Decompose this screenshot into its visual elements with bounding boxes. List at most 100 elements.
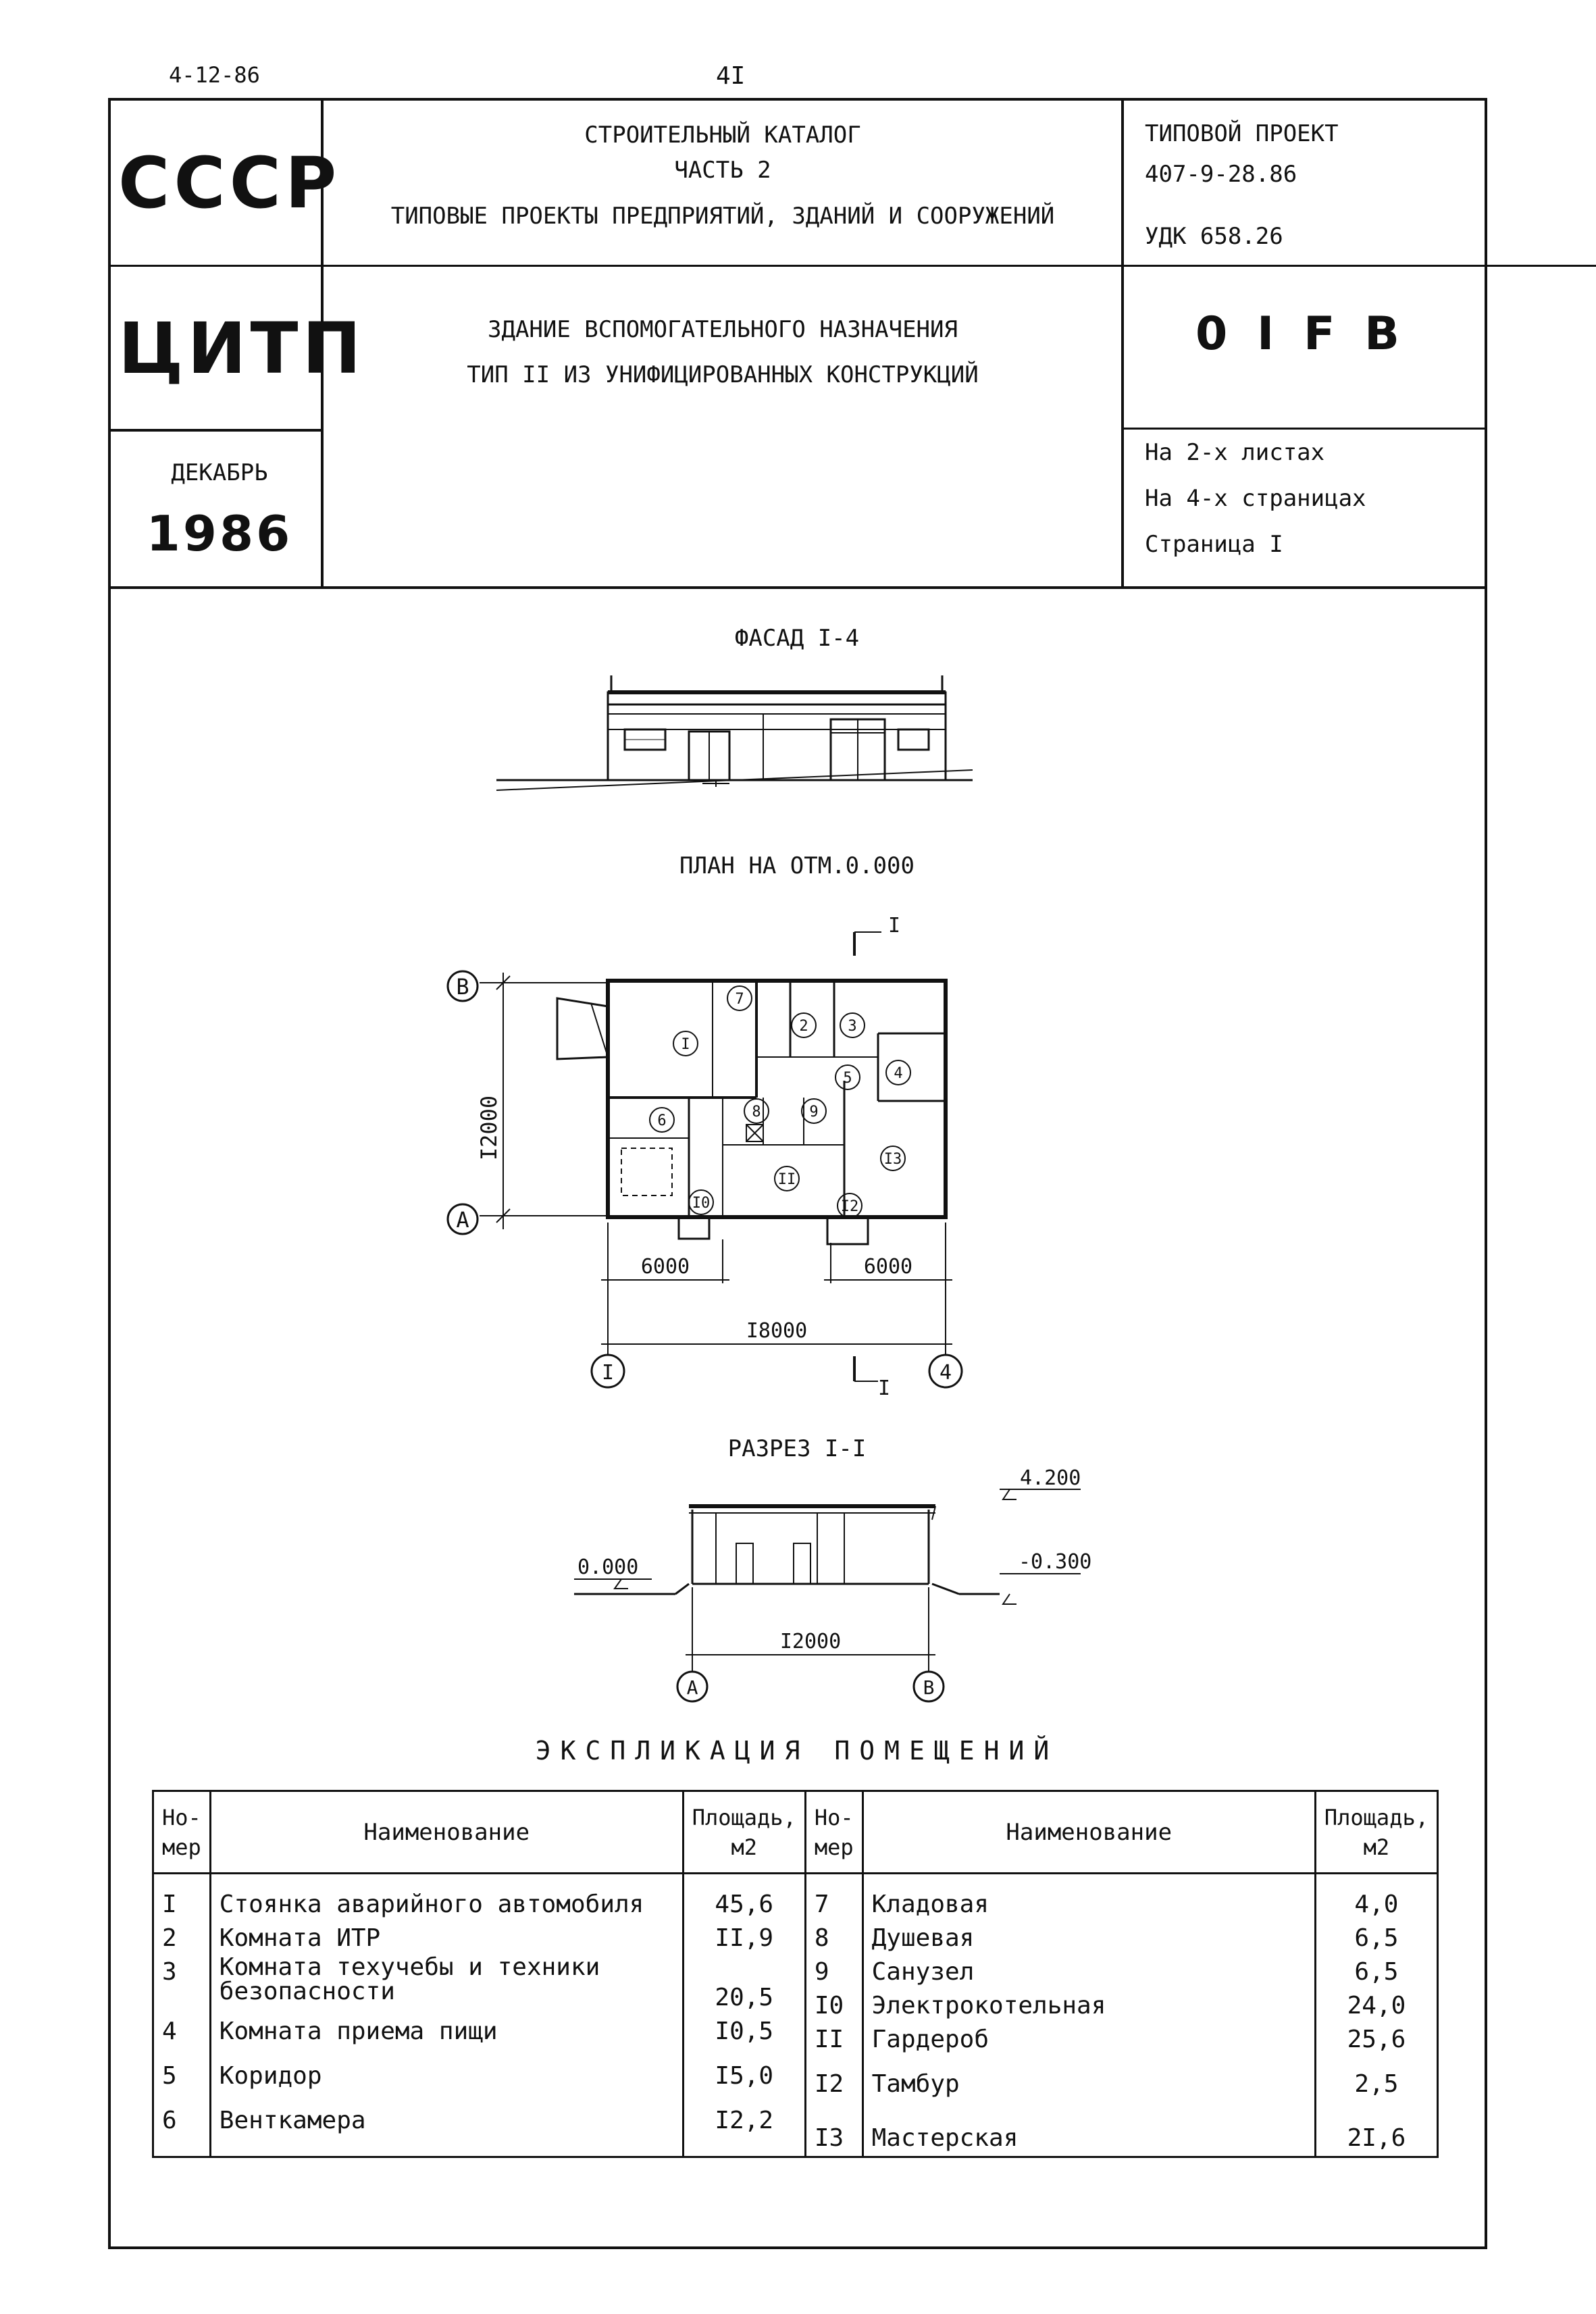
level-ground: -0.300 <box>1019 1550 1091 1574</box>
row-num: I0 <box>814 1992 844 2020</box>
section-title: РАЗРЕЗ I-I <box>727 1435 867 1462</box>
row-area: 2I,6 <box>1347 2124 1406 2152</box>
explication-title: ЭКСПЛИКАЦИЯ ПОМЕЩЕНИЙ <box>535 1736 1059 1766</box>
row-area: 20,5 <box>715 1984 774 2011</box>
org-ussr: СССР <box>118 142 341 224</box>
left-area-column: 45,6 II,9 20,5 I0,5 I5,0 I2,2 <box>681 1873 806 2157</box>
project-number: 407-9-28.86 <box>1145 161 1297 188</box>
left-name-column: Стоянка аварийного автомобиля Комната ИТ… <box>209 1873 684 2157</box>
room-label-3: 3 <box>848 1018 856 1035</box>
row-name: Комната ИТР <box>219 1924 381 1952</box>
udk-code: УДК 658.26 <box>1145 223 1283 250</box>
row-num: 9 <box>814 1958 829 1986</box>
row-area: I5,0 <box>715 2062 774 2090</box>
floor-plan: В А I2000 <box>446 914 963 1398</box>
plan-title: ПЛАН НА ОТМ.0.000 <box>679 852 915 879</box>
room-label-12: I2 <box>841 1198 859 1215</box>
row-name: Электрокотельная <box>871 1992 1106 2020</box>
section-drawing: 4.200 0.000 -0.300 I2000 А В <box>574 1466 1091 1703</box>
row-area: 45,6 <box>715 1891 774 1918</box>
row-area: 24,0 <box>1347 1992 1406 2020</box>
row-area: I0,5 <box>715 2017 774 2045</box>
dim-6000-right: 6000 <box>864 1255 912 1279</box>
row-num: I2 <box>814 2070 844 2098</box>
page-count: На 4-х страницах <box>1145 485 1366 512</box>
facade-drawing <box>496 675 973 791</box>
catalog-part: ЧАСТЬ 2 <box>674 157 771 184</box>
room-label-6: 6 <box>657 1112 666 1129</box>
row-name: Комната техучебы и техники безопасности <box>219 1953 600 2005</box>
row-area: II,9 <box>715 1924 774 1952</box>
row-num: 5 <box>162 2062 177 2090</box>
section-mark-bottom: I <box>878 1377 890 1398</box>
row-name: Коридор <box>219 2062 322 2090</box>
axis-1-label: I <box>602 1361 614 1385</box>
level-top: 4.200 <box>1020 1466 1081 1490</box>
row-num: 7 <box>814 1891 829 1918</box>
room-label-7: 7 <box>735 991 744 1008</box>
row-area: 6,5 <box>1354 1958 1399 1986</box>
section-axis-a: А <box>687 1676 698 1699</box>
header-name-right: Наименование <box>861 1790 1316 1874</box>
row-name: Гардероб <box>871 2026 989 2053</box>
room-label-2: 2 <box>799 1018 808 1035</box>
room-label-9: 9 <box>809 1104 818 1121</box>
row-name: Санузел <box>871 1958 975 1986</box>
row-name: Тамбур <box>871 2070 960 2098</box>
level-zero: 0.000 <box>577 1555 638 1579</box>
row-num: 8 <box>814 1924 829 1952</box>
axis-4-label: 4 <box>939 1361 952 1385</box>
row-area: 4,0 <box>1354 1891 1399 1918</box>
dim-6000-left: 6000 <box>641 1255 690 1279</box>
left-num-column: I 2 3 4 5 6 <box>152 1873 211 2157</box>
row-area: 6,5 <box>1354 1924 1399 1952</box>
dim-18000: I8000 <box>746 1319 807 1343</box>
issue-year: 1986 <box>146 505 293 562</box>
row-name: Комната приема пищи <box>219 2017 498 2045</box>
catalog-section: ТИПОВЫЕ ПРОЕКТЫ ПРЕДПРИЯТИЙ, ЗДАНИЙ И СО… <box>390 203 1055 230</box>
room-label-4: 4 <box>894 1065 902 1082</box>
section-mark-top: I <box>888 914 900 937</box>
row-area: 25,6 <box>1347 2026 1406 2053</box>
row-num: I3 <box>814 2124 844 2152</box>
catalog-code: 0 I F B <box>1195 307 1406 361</box>
header-area-right: Площадь, м2 <box>1314 1790 1439 1874</box>
room-label-8: 8 <box>752 1104 761 1121</box>
row-num: 2 <box>162 1924 177 1952</box>
page-number: 4I <box>716 62 746 90</box>
plan-height-dim: I2000 <box>476 1096 502 1160</box>
room-label-10: I0 <box>692 1195 711 1212</box>
issue-month: ДЕКАБРЬ <box>171 459 268 486</box>
project-label: ТИПОВОЙ ПРОЕКТ <box>1145 120 1339 147</box>
header-area-left: Площадь, м2 <box>681 1790 806 1874</box>
row-name: Мастерская <box>871 2124 1019 2152</box>
section-axis-b: В <box>923 1676 935 1699</box>
header-num-left: Но- мер <box>152 1790 211 1874</box>
org-citp: ЦИТП <box>118 307 365 390</box>
right-area-column: 4,0 6,5 6,5 24,0 25,6 2,5 2I,6 <box>1314 1873 1439 2157</box>
section-width-dim: I2000 <box>780 1630 841 1653</box>
row-num: 3 <box>162 1958 177 1986</box>
facade-title: ФАСАД I-4 <box>734 625 860 652</box>
room-label-11: II <box>778 1171 796 1188</box>
row-num: II <box>814 2026 844 2053</box>
axis-a-label: А <box>456 1207 469 1233</box>
building-subtitle: ТИП II ИЗ УНИФИЦИРОВАННЫХ КОНСТРУКЦИЙ <box>467 361 979 388</box>
row-num: 6 <box>162 2107 177 2134</box>
row-name: Стоянка аварийного автомобиля <box>219 1891 644 1918</box>
row-name: Венткамера <box>219 2107 366 2134</box>
room-label-1: I <box>681 1036 690 1053</box>
date-stamp: 4-12-86 <box>169 62 260 88</box>
room-label-5: 5 <box>843 1070 852 1087</box>
row-name: Душевая <box>871 1924 975 1952</box>
right-num-column: 7 8 9 I0 II I2 I3 <box>804 1873 864 2157</box>
row-area: 2,5 <box>1354 2070 1399 2098</box>
right-name-column: Кладовая Душевая Санузел Электрокотельна… <box>861 1873 1316 2157</box>
explication-table: Но- мер Наименование Площадь, м2 Но- мер… <box>152 1790 1439 2158</box>
building-title: ЗДАНИЕ ВСПОМОГАТЕЛЬНОГО НАЗНАЧЕНИЯ <box>488 316 958 343</box>
header-name-left: Наименование <box>209 1790 684 1874</box>
catalog-title: СТРОИТЕЛЬНЫЙ КАТАЛОГ <box>584 122 861 149</box>
row-area: I2,2 <box>715 2107 774 2134</box>
row-name: Кладовая <box>871 1891 989 1918</box>
row-num: 4 <box>162 2017 177 2045</box>
